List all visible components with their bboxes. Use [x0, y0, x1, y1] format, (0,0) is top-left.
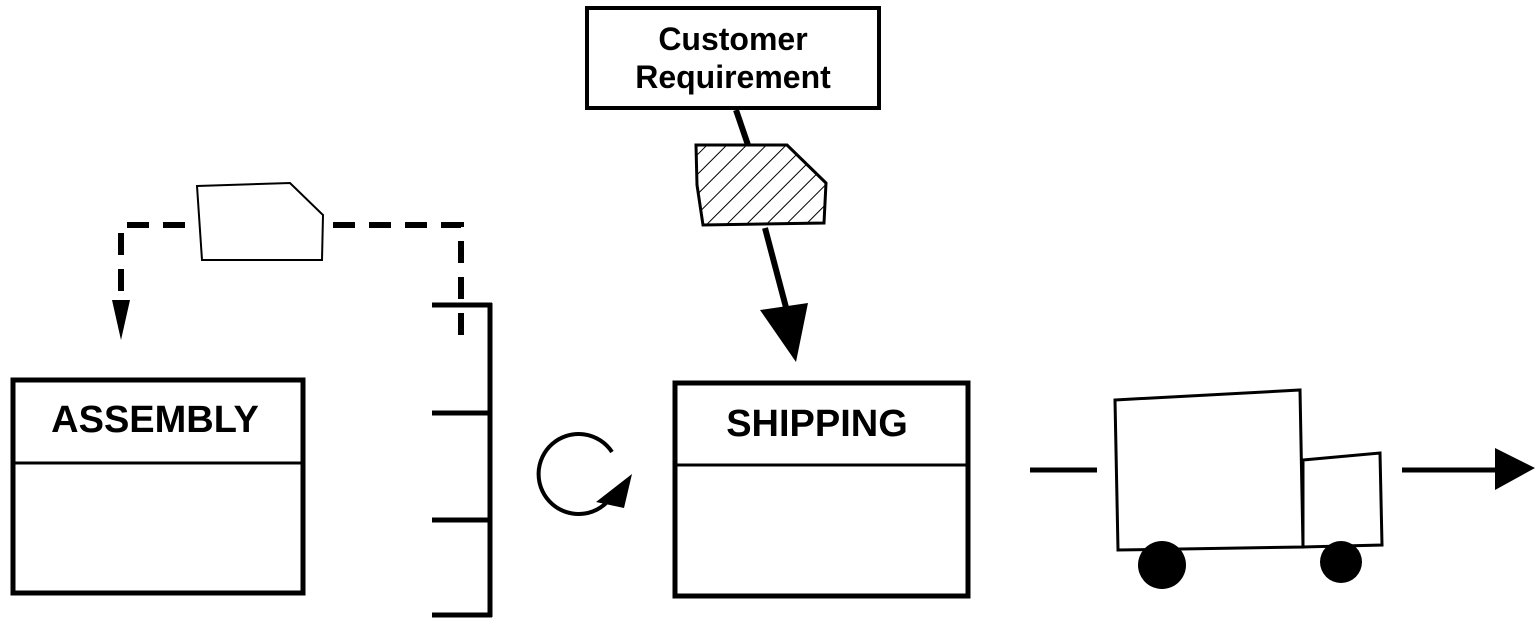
shipping-title: SHIPPING — [726, 403, 908, 445]
production-kanban-icon — [694, 143, 828, 227]
kanban-to-shipping-arrow — [760, 227, 808, 362]
withdrawal-arrowhead — [112, 300, 130, 340]
withdrawal-dashed-line — [118, 222, 464, 340]
cycle-arrow-icon — [536, 432, 632, 516]
customer-requirement-line1: Customer — [658, 21, 807, 57]
assembly-box: ASSEMBLY — [10, 377, 306, 596]
customer-requirement-box: Customer Requirement — [585, 6, 881, 110]
customer-requirement-line2: Requirement — [635, 59, 831, 95]
shipping-box: SHIPPING — [672, 380, 971, 599]
assembly-title: ASSEMBLY — [51, 399, 259, 441]
withdrawal-kanban-icon — [195, 181, 325, 261]
truck-icon — [1113, 388, 1384, 589]
truck-to-customer-arrow — [1402, 448, 1535, 490]
customer-link-line — [733, 109, 751, 146]
supermarket-icon — [432, 302, 493, 618]
